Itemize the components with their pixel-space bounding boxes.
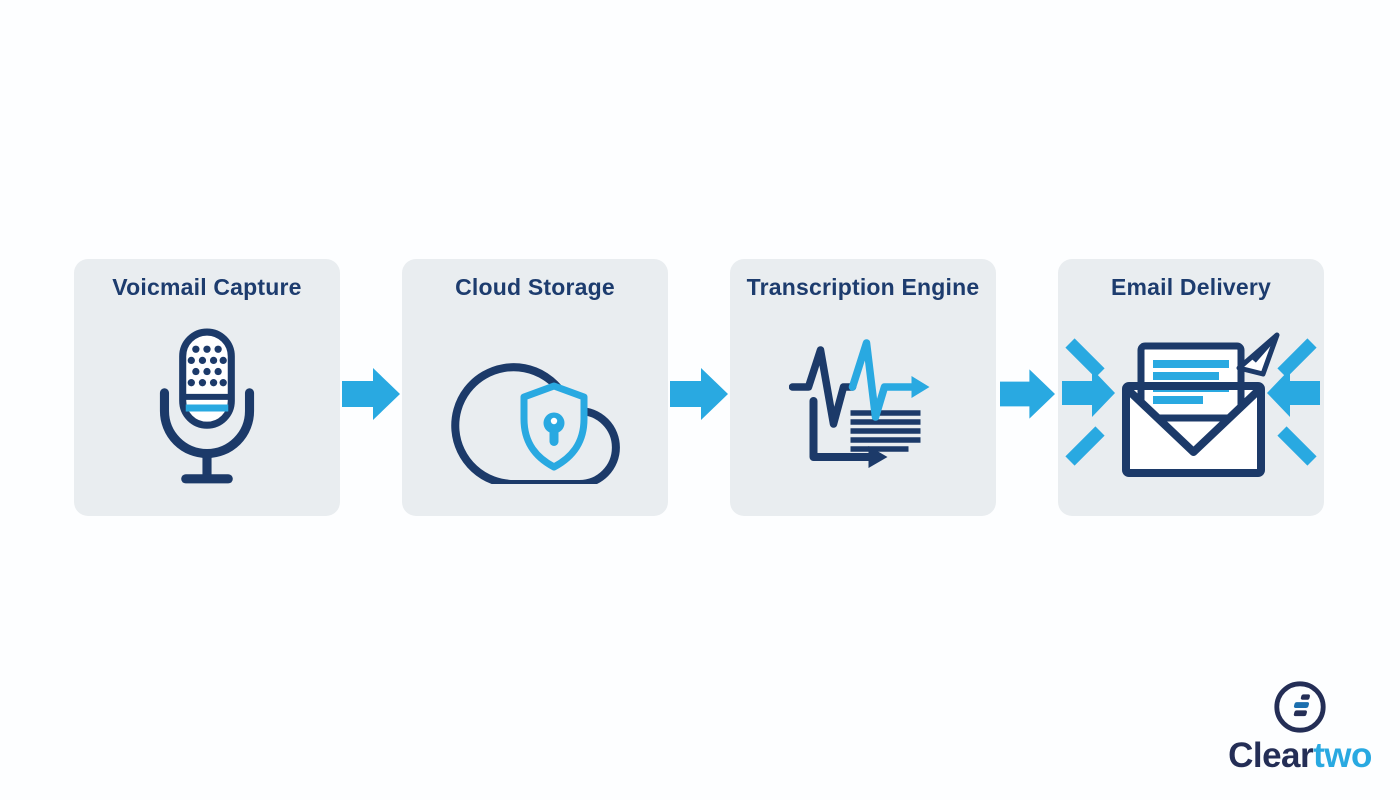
step-title: Voicmail Capture — [112, 274, 302, 300]
step-title: Email Delivery — [1110, 274, 1272, 300]
flow-arrow — [340, 367, 402, 420]
waveform-transcript-icon — [730, 301, 996, 516]
step-title: Transcription Engine — [746, 274, 980, 300]
microphone-icon — [74, 301, 340, 516]
step-card-cloud-storage: Cloud Storage — [402, 259, 668, 516]
step-card-email-delivery: Email Delivery — [1058, 259, 1324, 516]
step-card-voicemail-capture: Voicmail Capture — [74, 259, 340, 516]
logo-text-secondary: two — [1313, 736, 1372, 775]
flow-arrow — [668, 367, 730, 420]
secure-cloud-icon — [402, 301, 668, 516]
logo-wordmark: Cleartwo — [1228, 738, 1372, 773]
right-arrow-icon — [342, 367, 400, 420]
email-send-icon — [1058, 301, 1324, 516]
flow-arrow — [996, 368, 1058, 419]
right-arrow-icon — [670, 367, 728, 420]
process-flow: Voicmail Capture Cloud — [74, 259, 1324, 516]
cleartwo-circle-icon — [1274, 681, 1326, 733]
cleartwo-logo: Cleartwo — [1224, 678, 1376, 773]
step-card-transcription-engine: Transcription Engine — [730, 259, 996, 516]
logo-text-primary: Clear — [1228, 736, 1314, 775]
right-arrow-icon — [999, 368, 1055, 419]
step-title: Cloud Storage — [455, 274, 615, 300]
